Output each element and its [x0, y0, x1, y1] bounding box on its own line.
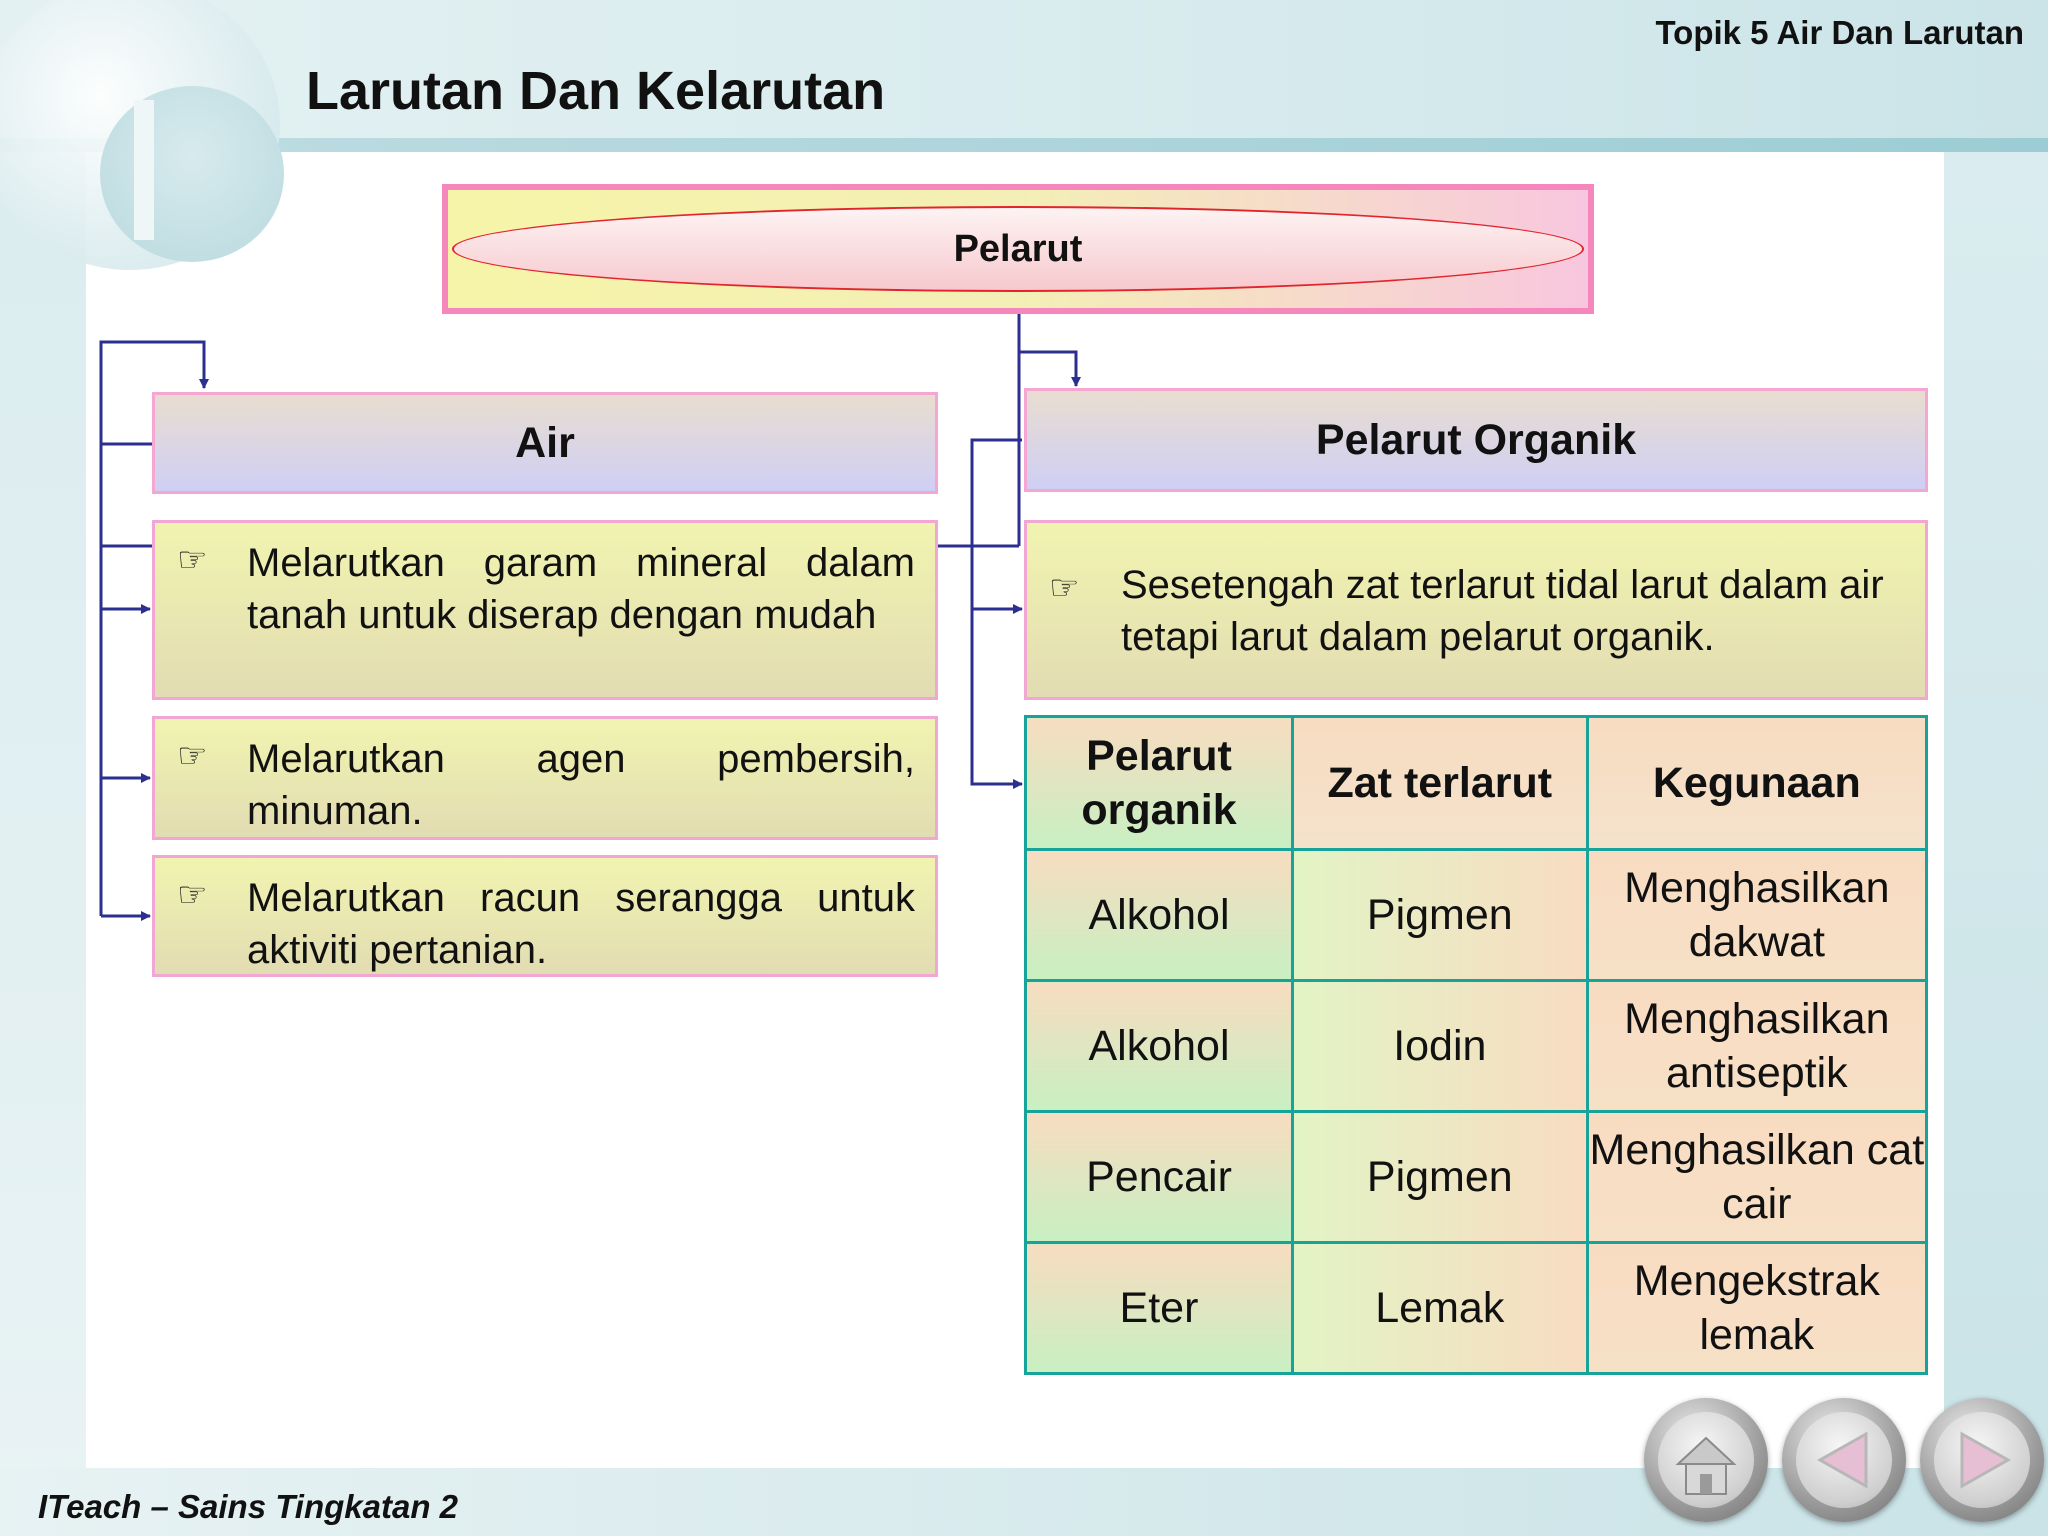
air-header: Air [152, 392, 938, 494]
previous-button[interactable] [1782, 1398, 1906, 1522]
table-row: Pencair Pigmen Menghasilkan cat cair [1024, 1110, 1929, 1244]
table-cell: Eter [1024, 1241, 1294, 1375]
table-row: Alkohol Iodin Menghasilkan antiseptik [1024, 979, 1929, 1113]
organic-solvent-table: Pelarut organik Zat terlarut Kegunaan Al… [1024, 715, 1929, 1375]
table-cell: Pigmen [1290, 848, 1589, 982]
slide-title: Larutan Dan Kelarutan [306, 61, 886, 121]
pelarut-organik-header: Pelarut Organik [1024, 388, 1928, 492]
table-cell: Lemak [1290, 1241, 1589, 1375]
header-band [0, 0, 2048, 140]
decorative-logo-inner-circle [100, 86, 284, 262]
table-cell: Iodin [1290, 979, 1589, 1113]
pelarut-node: Pelarut [442, 184, 1594, 314]
next-icon [1960, 1431, 2012, 1489]
air-bullet-box-3: ☞ Melarutkan racun serangga untuk aktivi… [152, 855, 938, 977]
organik-spine [970, 438, 1023, 789]
table-cell: Mengekstrak lemak [1585, 1241, 1929, 1375]
pelarut-label: Pelarut [452, 206, 1584, 292]
header-line [0, 138, 2048, 152]
table-cell: Alkohol [1024, 848, 1294, 982]
air-bullet-text-1: Melarutkan garam mineral dalam tanah unt… [247, 541, 915, 637]
table-header-cell: Zat terlarut [1290, 715, 1589, 851]
air-bullet-box-2: ☞ Melarutkan agen pembersih, minuman. [152, 716, 938, 840]
table-cell: Menghasilkan cat cair [1585, 1110, 1929, 1244]
pointing-hand-icon: ☞ [177, 876, 208, 914]
pointing-hand-icon: ☞ [177, 541, 208, 579]
next-button[interactable] [1920, 1398, 2044, 1522]
table-cell: Pencair [1024, 1110, 1294, 1244]
home-icon [1675, 1436, 1737, 1495]
table-row: Alkohol Pigmen Menghasilkan dakwat [1024, 848, 1929, 982]
table-cell: Menghasilkan antiseptik [1585, 979, 1929, 1113]
pointing-hand-icon: ☞ [177, 737, 208, 775]
air-bullet-text-3: Melarutkan racun serangga untuk aktiviti… [247, 876, 915, 972]
table-row: Eter Lemak Mengekstrak lemak [1024, 1241, 1929, 1375]
footer-label: ITeach – Sains Tingkatan 2 [38, 1488, 458, 1525]
organik-bullet-text: Sesetengah zat terlarut tidal larut dala… [1121, 563, 1884, 659]
connector-to-organik [1019, 350, 1081, 387]
table-header-cell: Kegunaan [1585, 715, 1929, 851]
pointing-hand-icon: ☞ [1049, 569, 1080, 607]
decorative-logo-bar [134, 100, 154, 240]
table-cell: Menghasilkan dakwat [1585, 848, 1929, 982]
background-right [1944, 0, 2048, 1536]
table-header-cell: Pelarut organik [1024, 715, 1294, 851]
topic-label: Topik 5 Air Dan Larutan [1655, 14, 2024, 51]
air-bullet-box-1: ☞ Melarutkan garam mineral dalam tanah u… [152, 520, 938, 700]
table-cell: Pigmen [1290, 1110, 1589, 1244]
table-cell: Alkohol [1024, 979, 1294, 1113]
table-header-row: Pelarut organik Zat terlarut Kegunaan [1024, 715, 1929, 851]
previous-icon [1816, 1431, 1868, 1489]
air-bullet-spine [99, 442, 152, 916]
organik-bullet-box: ☞ Sesetengah zat terlarut tidal larut da… [1024, 520, 1928, 700]
home-button[interactable] [1644, 1398, 1768, 1522]
air-bullet-text-2: Melarutkan agen pembersih, minuman. [247, 737, 915, 833]
